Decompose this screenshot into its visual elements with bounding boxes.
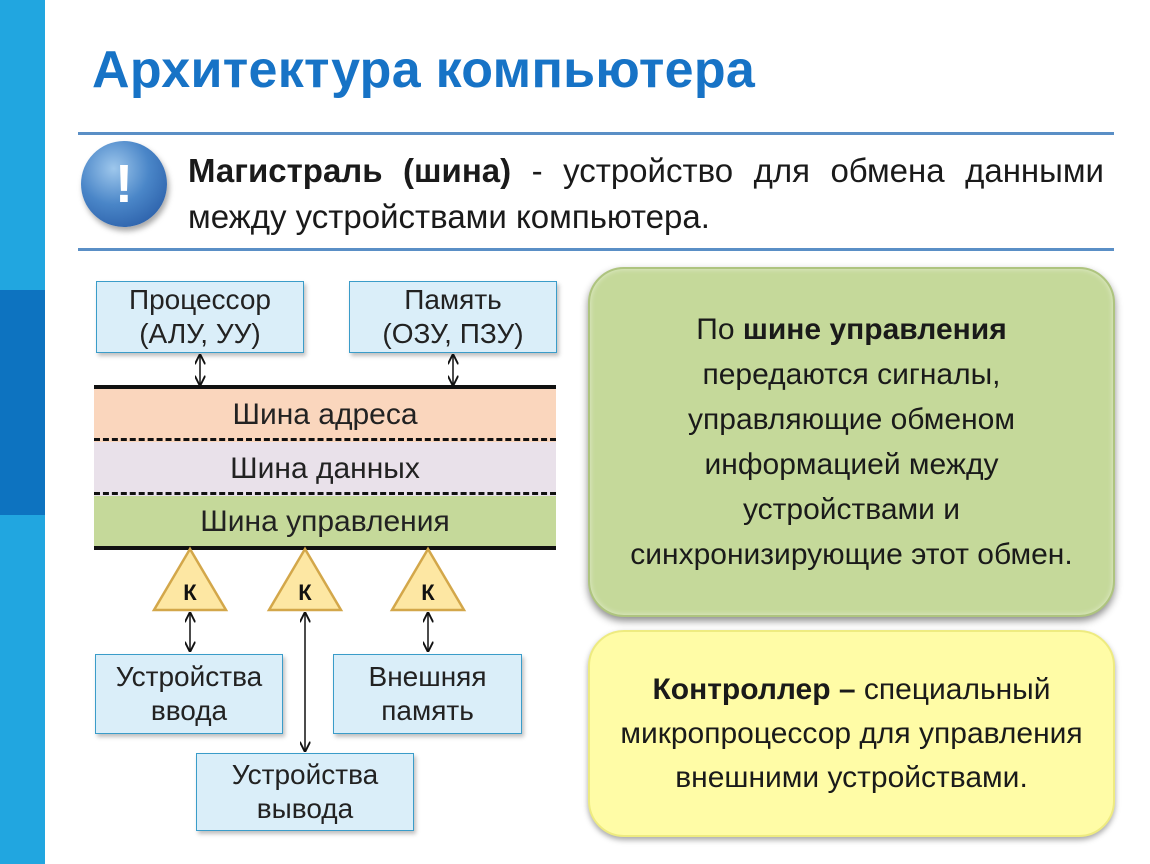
input-devices-box: Устройства ввода xyxy=(95,654,283,734)
address-bus: Шина адреса xyxy=(94,388,556,442)
bus-divider-data-control xyxy=(94,492,556,495)
page-title: Архитектура компьютера xyxy=(92,41,756,99)
left-sidebar-accent xyxy=(0,290,45,515)
exclamation-icon: ! xyxy=(81,141,167,227)
processor-box: Процессор (АЛУ, УУ) xyxy=(96,281,304,353)
controller-label-external: К xyxy=(421,580,435,605)
controller-label-output: К xyxy=(298,580,312,605)
definition-term: Магистраль (шина) xyxy=(188,152,512,189)
definition-bottom-rule xyxy=(78,248,1114,251)
bus-divider-address-data xyxy=(94,438,556,441)
control-bus-callout: По шине управления передаются сигналы, у… xyxy=(588,267,1115,617)
definition-text: - устройство для обмена данными между ус… xyxy=(188,152,1104,235)
controller-triangle-input xyxy=(151,546,229,612)
bus-definition: Магистраль (шина) - устройство для обмен… xyxy=(188,148,1104,240)
data-bus: Шина данных xyxy=(94,442,556,496)
controller-callout-term: Контроллер – xyxy=(652,672,856,706)
external-memory-box: Внешняя память xyxy=(333,654,522,734)
controller-triangle-output xyxy=(266,546,344,612)
controller-callout: Контроллер – специальный микропроцессор … xyxy=(588,630,1115,837)
bus-top-line xyxy=(94,385,556,389)
bus-bottom-line xyxy=(94,546,556,550)
definition-top-rule xyxy=(78,132,1114,135)
controller-triangle-external xyxy=(389,546,467,612)
controller-label-input: К xyxy=(183,580,197,605)
memory-box: Память (ОЗУ, ПЗУ) xyxy=(349,281,557,353)
output-devices-box: Устройства вывода xyxy=(196,753,414,831)
control-bus-callout-term: шине управления xyxy=(742,313,1007,346)
control-bus-callout-text: передаются сигналы, управляющие обменом … xyxy=(630,358,1073,571)
controller-callout-text: специальный микропроцессор для управлени… xyxy=(620,672,1083,794)
control-bus: Шина управления xyxy=(94,496,556,548)
control-bus-callout-prefix: По xyxy=(696,313,743,346)
